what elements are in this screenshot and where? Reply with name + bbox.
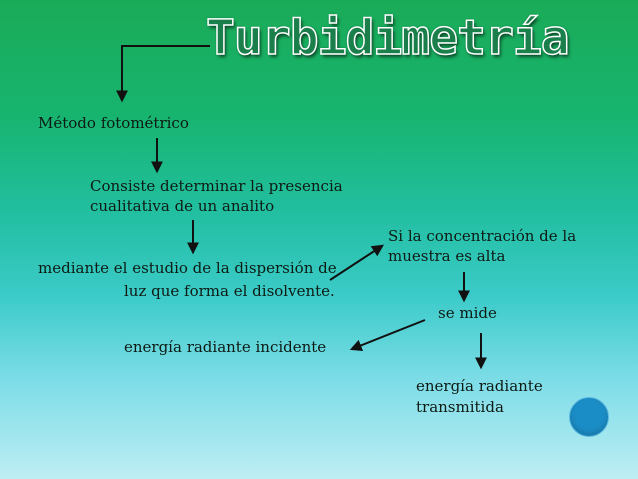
arrow-semide-to-incidente — [349, 319, 426, 352]
node-consiste-line2: cualitativa de un analito — [90, 197, 275, 215]
node-se-mide: se mide — [438, 304, 497, 322]
slide-title: Turbidimetría — [205, 9, 570, 67]
node-transmitida-line2: transmitida — [416, 398, 504, 416]
arrow-title-to-metodo — [116, 45, 210, 103]
arrow-mediante-to-concentracion — [329, 244, 385, 281]
node-metodo: Método fotométrico — [38, 114, 189, 132]
decorative-circle-icon — [569, 397, 609, 437]
node-concentracion-line1: Si la concentración de la — [388, 227, 577, 245]
node-concentracion-line2: muestra es alta — [388, 247, 506, 265]
node-mediante-line1: mediante el estudio de la dispersión de — [38, 259, 337, 277]
node-mediante-line2: luz que forma el disolvente. — [124, 282, 335, 300]
node-incidente: energía radiante incidente — [124, 338, 327, 356]
node-transmitida-line1: energía radiante — [416, 377, 543, 395]
node-consiste-line1: Consiste determinar la presencia — [90, 177, 343, 195]
